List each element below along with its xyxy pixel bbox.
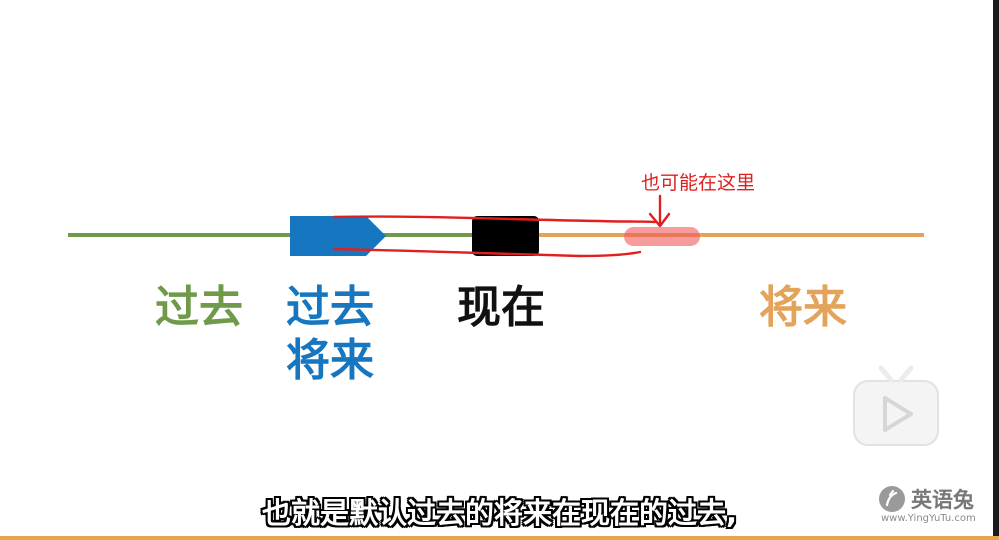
bottom-progress-strip <box>0 536 999 540</box>
annotation-text: 也可能在这里 <box>641 172 756 194</box>
label-future: 将来 <box>759 282 847 333</box>
timeline-line-future <box>538 233 924 237</box>
watermark: 英语兔 www.YingYuTu.com <box>879 486 989 526</box>
label-past: 过去 <box>155 282 243 333</box>
window-edge <box>993 0 999 540</box>
subtitle: 也就是默认过去的将来在现在的过去, <box>261 496 738 530</box>
label-future-in-past-line1: 过去 <box>286 282 374 333</box>
label-future-in-past-line2: 将来 <box>286 334 374 386</box>
label-future-in-past: 过去 将来 <box>286 282 374 388</box>
future-in-past-marker <box>290 216 386 256</box>
now-marker <box>472 216 539 256</box>
possible-position-highlight <box>624 227 700 246</box>
rabbit-logo-icon <box>879 486 905 512</box>
watermark-name: 英语兔 <box>911 487 974 512</box>
play-icon[interactable] <box>851 365 941 449</box>
label-now: 现在 <box>457 282 545 333</box>
watermark-url: www.YingYuTu.com <box>881 513 976 524</box>
